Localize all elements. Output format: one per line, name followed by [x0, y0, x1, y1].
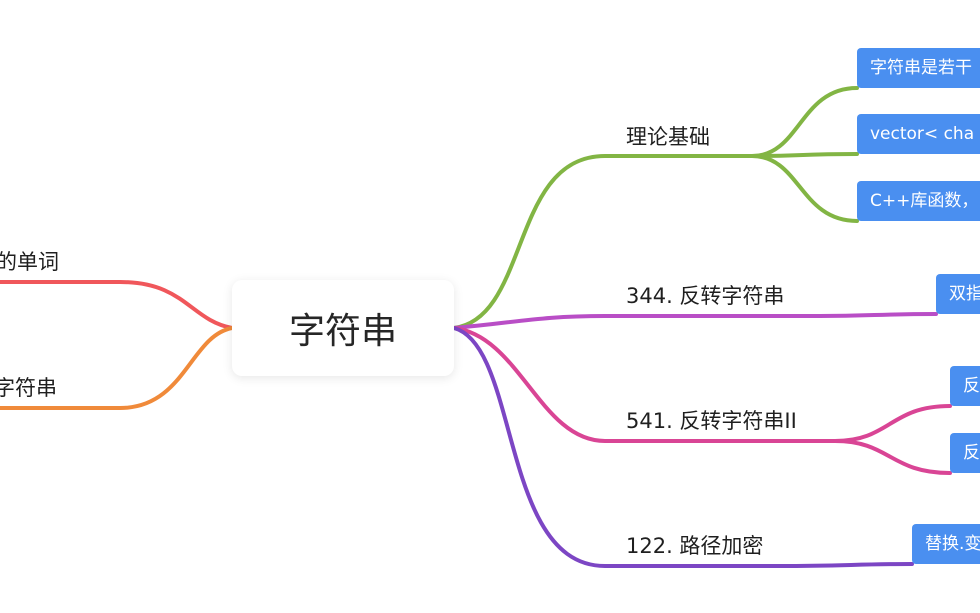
leaf-344-1[interactable]: 双指: [936, 274, 980, 314]
leaf-theory-1[interactable]: 字符串是若干: [857, 48, 980, 88]
edge-122: [452, 326, 782, 568]
edge-left-1: [0, 280, 234, 330]
left-branch-label-2[interactable]: 字符串: [0, 376, 57, 400]
edge-344: [452, 314, 822, 330]
leaf-theory-3[interactable]: C++库函数，: [857, 181, 980, 221]
edge-122-leaf-1: [778, 562, 914, 568]
edge-344-leaf-1: [818, 312, 938, 318]
edge-theory: [452, 154, 754, 330]
leaf-541-2[interactable]: 反: [950, 433, 980, 473]
root-node-label: 字符串: [288, 311, 397, 352]
branch-label-344[interactable]: 344. 反转字符串: [626, 284, 785, 308]
edge-theory-leaf-2: [750, 152, 859, 158]
edge-theory-leaf-3: [750, 154, 859, 223]
leaf-theory-2[interactable]: vector< cha: [857, 114, 980, 154]
left-branch-label-1[interactable]: 的单词: [0, 250, 59, 274]
branch-label-541[interactable]: 541. 反转字符串II: [626, 409, 797, 433]
edge-541: [452, 326, 837, 443]
root-node[interactable]: 字符串: [232, 280, 454, 376]
leaf-122-1[interactable]: 替换.变: [912, 524, 980, 564]
edge-left-2: [0, 326, 234, 410]
edge-theory-leaf-1: [750, 86, 859, 158]
edge-541-leaf-1: [833, 404, 952, 443]
edge-541-leaf-2: [833, 439, 952, 475]
branch-label-theory[interactable]: 理论基础: [626, 125, 710, 149]
leaf-541-1[interactable]: 反: [950, 366, 980, 406]
branch-label-122[interactable]: 122. 路径加密: [626, 534, 764, 558]
